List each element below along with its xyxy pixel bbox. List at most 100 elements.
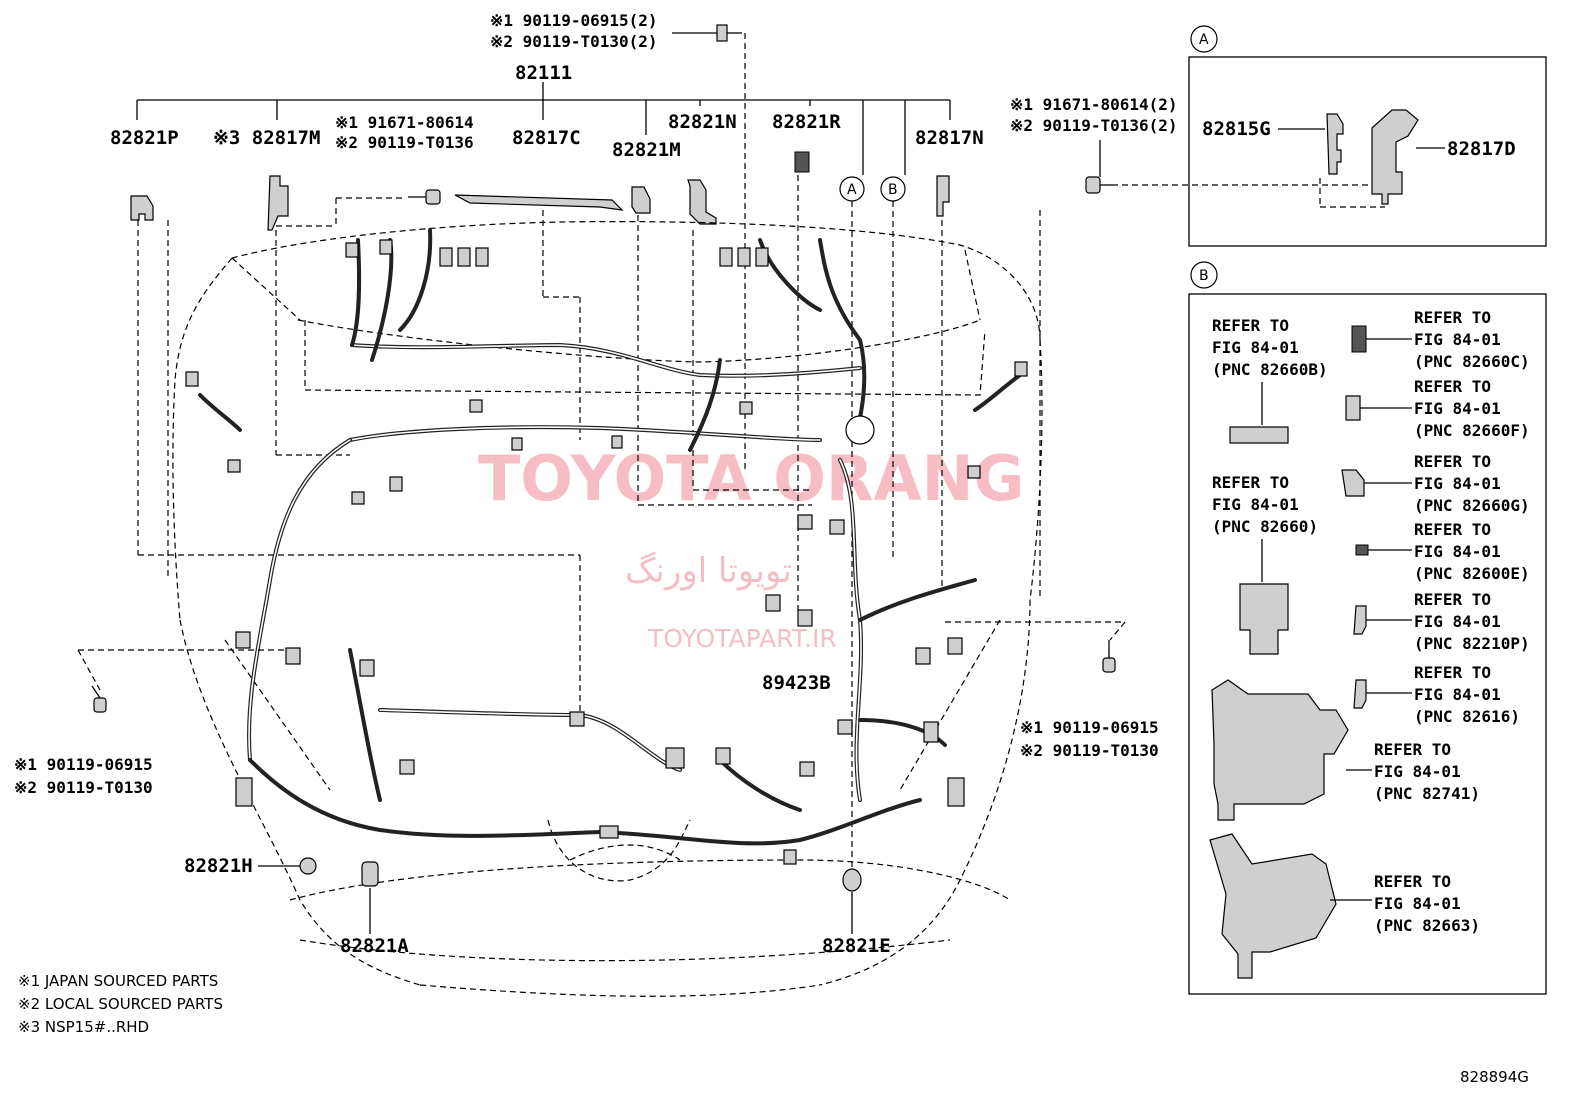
right-bolt-callout-1: ※1 90119-06915 [1020, 718, 1159, 737]
ref-82663-line1: REFER TO [1374, 872, 1451, 891]
ref-82660G-line3: (PNC 82660G) [1414, 496, 1530, 515]
ref-82600E-line2: FIG 84-01 [1414, 542, 1501, 561]
ref-82660-line1: REFER TO [1212, 473, 1289, 492]
left-bolt-callout-1: ※1 90119-06915 [14, 755, 153, 774]
connector-icon-82660C [1351, 325, 1367, 353]
label-82821A: 82821A [340, 935, 409, 957]
ref-82660B-line1: REFER TO [1212, 316, 1289, 335]
ref-82660-line3: (PNC 82660) [1212, 517, 1318, 536]
panel-b-tag: B [1199, 268, 1209, 284]
label-82821P: 82821P [110, 127, 179, 149]
panel-a-tag: A [1199, 32, 1209, 48]
protector-icon-82817C [454, 194, 624, 211]
bolt-icon-mid [408, 189, 441, 205]
bolt-icon [716, 24, 742, 42]
ref-82210P-line2: FIG 84-01 [1414, 612, 1501, 631]
ref-82616-line3: (PNC 82616) [1414, 707, 1520, 726]
label-82817M: ※3 82817M [213, 127, 320, 149]
protector-icon-82817D [1371, 109, 1419, 205]
svg-text:A: A [847, 182, 857, 198]
relay-module-icon [1239, 583, 1289, 655]
ref-82660B-line2: FIG 84-01 [1212, 338, 1299, 357]
panel-a-bolt-callout-2: ※2 90119-T0136(2) [1010, 116, 1178, 135]
watermark-site: TOYOTAPART.IR [647, 624, 837, 653]
connector-icon-82660G [1341, 469, 1365, 497]
panel-b: B REFER TO FIG 84-01 (PNC 82660B) REFER … [1188, 261, 1547, 995]
bolt-icon-right [1102, 640, 1116, 673]
ref-82660B-line3: (PNC 82660B) [1212, 360, 1328, 379]
clip-icon-82821M [631, 186, 651, 214]
left-bolt-callout-2: ※2 90119-T0130 [14, 778, 153, 797]
cover-icon-82663 [1209, 833, 1337, 979]
clip-icon-82817N [936, 175, 950, 217]
label-89423B: 89423B [762, 672, 831, 694]
ref-82660G-line1: REFER TO [1414, 452, 1491, 471]
panel-a-part-left: 82815G [1202, 118, 1271, 140]
panel-a-part-right: 82817D [1447, 138, 1516, 160]
panel-a: A 82815G 82817D [1112, 25, 1547, 247]
label-82821H: 82821H [184, 855, 253, 877]
ref-82210P-line1: REFER TO [1414, 590, 1491, 609]
note-rhd: ※3 NSP15#..RHD [18, 1018, 149, 1036]
ref-82660F-line3: (PNC 82660F) [1414, 421, 1530, 440]
ref-82663-line2: FIG 84-01 [1374, 894, 1461, 913]
figure-code: 828894G [1460, 1068, 1529, 1086]
label-82821R: 82821R [772, 111, 841, 133]
note-local-sourced: ※2 LOCAL SOURCED PARTS [18, 995, 223, 1013]
junction-block-icon-82741 [1211, 679, 1349, 821]
watermark-brand: TOYOTA ORANG [478, 442, 1024, 515]
clip-icon-82210P [1353, 605, 1367, 635]
ref-82600E-line3: (PNC 82600E) [1414, 564, 1530, 583]
ref-82660F-line1: REFER TO [1414, 377, 1491, 396]
main-part-bracket [136, 82, 951, 175]
ref-82663-line3: (PNC 82663) [1374, 916, 1480, 935]
clip-icon-82616 [1353, 679, 1367, 709]
ref-82660G-line2: FIG 84-01 [1414, 474, 1501, 493]
bolt-icon-left [91, 685, 107, 713]
label-82821E: 82821E [822, 935, 891, 957]
main-part-label: 82111 [515, 62, 572, 84]
watermark-brand-fa: تویوتا اورنگ [625, 551, 792, 591]
clip-icon-82821N [687, 179, 717, 225]
ref-82741-line3: (PNC 82741) [1374, 784, 1480, 803]
ref-82660F-line2: FIG 84-01 [1414, 399, 1501, 418]
engine-wire-harness [198, 228, 1022, 846]
ref-82616-line1: REFER TO [1414, 663, 1491, 682]
vehicle-body-outline [167, 210, 1043, 997]
ref-82660C-line1: REFER TO [1414, 308, 1491, 327]
ref-82616-line2: FIG 84-01 [1414, 685, 1501, 704]
mid-bolt-callout-1: ※1 91671-80614 [335, 113, 474, 132]
bracket-icon-82815G [1326, 113, 1344, 175]
clip-icon-82821H [299, 857, 317, 875]
top-bolt-callout-1: ※1 90119-06915(2) [490, 11, 658, 30]
ref-82741-line1: REFER TO [1374, 740, 1451, 759]
right-bolt-callout-2: ※2 90119-T0130 [1020, 741, 1159, 760]
label-82821M: 82821M [612, 139, 681, 161]
connector-icon-82660F [1345, 395, 1361, 421]
panel-a-bolt-callout-1: ※1 91671-80614(2) [1010, 95, 1178, 114]
note-japan-sourced: ※1 JAPAN SOURCED PARTS [18, 972, 218, 990]
ref-82741-line2: FIG 84-01 [1374, 762, 1461, 781]
bolt-icon-panel-a [1085, 140, 1112, 194]
ref-82600E-line1: REFER TO [1414, 520, 1491, 539]
circle-marker-b: B [880, 176, 906, 202]
clip-icon-82821R [794, 151, 810, 173]
relay-block-icon [1229, 426, 1289, 444]
circle-marker-a: A [839, 176, 865, 202]
clip-icon-82821P [130, 195, 154, 221]
top-bolt-callout-2: ※2 90119-T0130(2) [490, 32, 658, 51]
label-82817C: 82817C [512, 127, 581, 149]
ref-82660C-line2: FIG 84-01 [1414, 330, 1501, 349]
label-82821N: 82821N [668, 111, 737, 133]
fuse-icon-82600E [1355, 544, 1369, 556]
clip-icon-82821A [361, 861, 379, 887]
ref-82660-line2: FIG 84-01 [1212, 495, 1299, 514]
ref-82660C-line3: (PNC 82660C) [1414, 352, 1530, 371]
svg-text:B: B [888, 182, 898, 198]
mid-bolt-callout-2: ※2 90119-T0136 [335, 133, 474, 152]
label-82817N: 82817N [915, 127, 984, 149]
harness-connectors [185, 239, 1028, 865]
clip-icon-82817M [267, 175, 289, 231]
ref-82210P-line3: (PNC 82210P) [1414, 634, 1530, 653]
